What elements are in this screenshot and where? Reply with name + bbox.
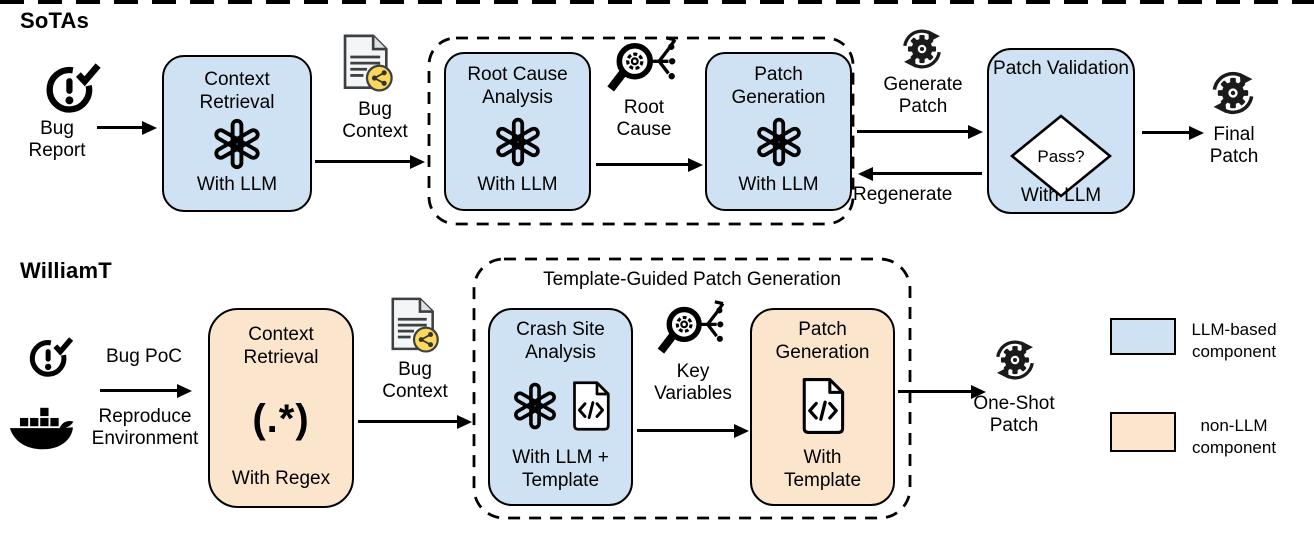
node-title: Patch Generation <box>775 319 870 363</box>
node-title: Patch Generation <box>731 64 826 108</box>
bug-context-label: Bug Context <box>382 359 448 403</box>
one-shot-patch-label: One-Shot Patch <box>973 393 1055 437</box>
arrow-bugreport-to-context <box>97 126 143 130</box>
bug-poc-label: Bug PoC <box>105 346 183 367</box>
node-patch-validation: Patch Validation Pass? With LLM <box>987 48 1135 214</box>
regenerate-label: Regenerate <box>853 184 953 205</box>
document-share-icon <box>338 32 396 96</box>
legend-swatch-llm <box>1110 318 1176 355</box>
arrow-regenerate <box>872 172 982 176</box>
magnifier-branch-icon <box>606 36 686 94</box>
node-patch-generation-template: Patch Generation With Template <box>750 308 895 506</box>
legend-swatch-nonllm <box>1110 412 1176 452</box>
reproduce-environment-label: Reproduce Environment <box>91 406 199 450</box>
arrow-inputs-to-context <box>100 389 178 393</box>
node-patch-generation-llm: Patch Generation With LLM <box>705 52 852 211</box>
section-divider <box>0 0 1314 4</box>
node-subtitle: With LLM <box>1020 185 1102 207</box>
node-root-cause-analysis: Root Cause Analysis With LLM <box>444 52 591 211</box>
node-crash-site-analysis: Crash Site Analysis With LLM + Template <box>488 308 633 506</box>
root-cause-label: Root Cause <box>616 97 672 141</box>
openai-logo-icon <box>753 116 805 168</box>
legend-label-llm: LLM-based component <box>1191 320 1277 361</box>
svg-text:Pass?: Pass? <box>1037 147 1084 166</box>
arrow-context-to-group <box>358 420 458 424</box>
arrow-validation-to-final <box>1142 131 1190 135</box>
sotas-title: SoTAs <box>20 8 90 33</box>
gear-cycle-icon <box>990 334 1040 386</box>
pass-decision-diamond: Pass? <box>1010 114 1112 198</box>
final-patch-label: Final Patch <box>1209 124 1259 168</box>
regex-glyph: (.*) <box>252 396 310 441</box>
node-title: Crash Site Analysis <box>516 319 605 363</box>
gear-cycle-icon <box>894 24 950 74</box>
bug-report-icon <box>44 62 102 114</box>
arrow-group-to-oneshot <box>898 390 972 394</box>
node-title: Patch Validation <box>993 58 1129 79</box>
node-context-retrieval-llm: Context Retrieval With LLM <box>162 55 312 212</box>
group-title: Template-Guided Patch Generation <box>543 269 841 290</box>
node-context-retrieval-regex: Context Retrieval (.*) With Regex <box>208 308 354 508</box>
node-subtitle: With Template <box>783 447 862 492</box>
generate-patch-label: Generate Patch <box>883 74 963 118</box>
document-share-icon <box>386 295 442 357</box>
magnifier-branch-icon <box>656 300 734 356</box>
code-file-icon <box>570 380 612 432</box>
williamt-title: WilliamT <box>20 258 112 283</box>
openai-logo-icon <box>210 117 264 171</box>
node-subtitle: With LLM <box>738 174 819 196</box>
gear-cycle-icon <box>1206 66 1260 120</box>
node-subtitle: With LLM <box>477 174 558 196</box>
arrow-context-to-analysis <box>315 160 411 164</box>
node-subtitle: With LLM <box>196 174 278 196</box>
bug-context-label: Bug Context <box>342 99 408 143</box>
code-file-icon <box>799 377 847 435</box>
arrow-rootcause-to-patchgen <box>596 163 689 167</box>
docker-whale-icon <box>8 402 78 456</box>
node-subtitle: With Regex <box>231 468 331 490</box>
bug-report-label: Bug Report <box>28 118 86 162</box>
openai-logo-icon <box>510 381 560 431</box>
legend-label-nonllm: non-LLM component <box>1191 416 1277 457</box>
key-variables-label: Key Variables <box>654 361 732 405</box>
arrow-keyvars-to-patchgen <box>637 429 735 433</box>
bug-report-icon <box>28 336 74 378</box>
node-title: Context Retrieval <box>243 324 319 368</box>
node-title: Root Cause Analysis <box>467 64 568 108</box>
arrow-generate-patch <box>857 130 969 134</box>
node-title: Context Retrieval <box>199 69 275 113</box>
openai-logo-icon <box>492 116 544 168</box>
node-subtitle: With LLM + Template <box>512 447 609 492</box>
